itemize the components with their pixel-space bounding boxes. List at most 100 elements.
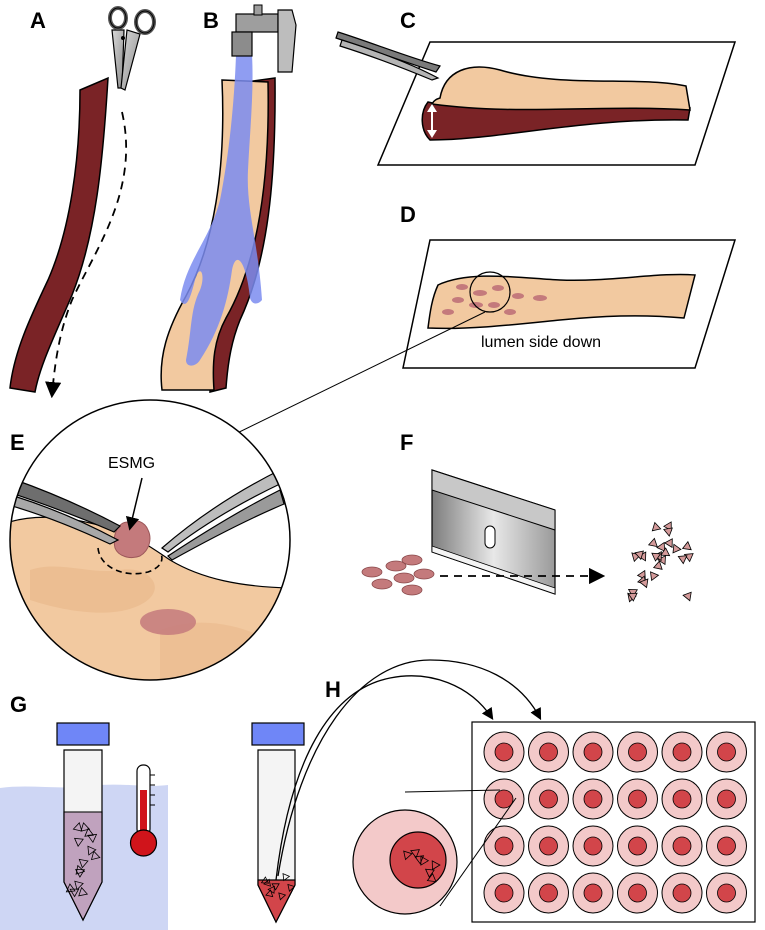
tissue-fragment bbox=[672, 543, 682, 554]
well-tissue bbox=[539, 742, 558, 762]
panel-c: C bbox=[335, 8, 737, 166]
well-tissue bbox=[717, 742, 736, 762]
tissue-fragment bbox=[634, 550, 644, 561]
panel-b: B bbox=[160, 4, 297, 393]
tissue-fragment bbox=[80, 822, 91, 832]
well-tissue bbox=[494, 883, 514, 903]
tissue-fragment bbox=[652, 560, 663, 570]
forceps-icon-c bbox=[335, 31, 441, 81]
well-tissue bbox=[583, 742, 603, 762]
esmg-pointer-arrow bbox=[125, 477, 143, 531]
panel-label-f: F bbox=[400, 430, 413, 455]
well-tissue bbox=[539, 789, 558, 809]
gland-e bbox=[140, 609, 196, 635]
tissue-fragment bbox=[426, 872, 437, 883]
well-tissue bbox=[672, 883, 692, 903]
zoom-circle-d bbox=[469, 271, 511, 313]
well-tissue bbox=[583, 789, 603, 809]
well-tissue bbox=[583, 883, 603, 903]
well-tissue bbox=[583, 836, 603, 856]
conical-tube-g bbox=[56, 722, 110, 922]
tissue-fragment bbox=[78, 886, 89, 897]
zoom-connector-upper bbox=[222, 311, 486, 441]
tissue-fragment bbox=[78, 858, 89, 869]
tissue-fragment bbox=[663, 538, 673, 549]
tissue-fragment bbox=[403, 850, 413, 861]
well-tissue bbox=[628, 742, 647, 762]
well-tissue bbox=[672, 836, 692, 856]
panel-e: E ESMG bbox=[9, 399, 291, 681]
tissue-fragment bbox=[410, 849, 420, 859]
thermometer-icon bbox=[129, 764, 158, 857]
tissue-fragment bbox=[282, 872, 291, 882]
well-tissue bbox=[672, 742, 692, 762]
transfer-arrow-1 bbox=[275, 675, 494, 881]
tissue-fragment bbox=[271, 883, 280, 891]
water-stream bbox=[180, 55, 262, 366]
panel-d: D lumen side down bbox=[222, 202, 737, 441]
tissue-fragment bbox=[84, 827, 95, 837]
well-tissue bbox=[628, 883, 647, 903]
tissue-fragment bbox=[287, 883, 296, 892]
panel-label-e: E bbox=[10, 430, 25, 455]
tissue-fragment bbox=[278, 892, 287, 901]
well-tissue bbox=[628, 836, 647, 856]
panel-label-g: G bbox=[10, 692, 27, 717]
tissue-fragment bbox=[265, 889, 274, 898]
tissue-fragment bbox=[681, 540, 692, 551]
tissue-pellet-h bbox=[260, 872, 296, 901]
tissue-fragment bbox=[73, 837, 84, 847]
tissue-fragment bbox=[74, 880, 84, 891]
tissue-fragment bbox=[263, 878, 272, 887]
tissue-fragment bbox=[414, 855, 425, 865]
esmg-label: ESMG bbox=[108, 455, 155, 472]
panel-label-c: C bbox=[400, 8, 416, 33]
faucet-icon bbox=[231, 4, 297, 73]
well-tissue bbox=[494, 742, 514, 762]
well-tissue bbox=[494, 789, 514, 809]
panel-label-b: B bbox=[203, 8, 219, 33]
minced-pieces bbox=[627, 521, 694, 603]
scissors-icon bbox=[108, 6, 156, 91]
panel-label-a: A bbox=[30, 8, 46, 33]
submucosal-glands-d bbox=[442, 284, 547, 315]
tissue-fragment bbox=[651, 552, 662, 562]
zoom-connector-h-upper bbox=[404, 789, 501, 793]
tissue-fragment bbox=[657, 555, 666, 566]
cut-path-arrow bbox=[45, 111, 127, 399]
panel-h: H bbox=[251, 659, 756, 924]
esmg-gland bbox=[113, 519, 151, 559]
forceps-icon-e bbox=[10, 477, 121, 545]
panel-label-h: H bbox=[325, 677, 341, 702]
tissue-fragment bbox=[75, 864, 86, 875]
tissue-fragment bbox=[424, 868, 435, 878]
lumen-side-down-caption: lumen side down bbox=[481, 334, 601, 351]
tissue-fragment bbox=[656, 541, 666, 552]
well-tissue bbox=[672, 789, 692, 809]
magnified-well-fragments bbox=[403, 849, 441, 883]
excision-outline bbox=[97, 547, 163, 575]
well-tissue bbox=[717, 883, 736, 903]
well-tissue bbox=[717, 836, 736, 856]
tube-cap-g bbox=[56, 722, 110, 746]
tissue-fragment bbox=[69, 888, 80, 898]
tissue-fragment bbox=[431, 860, 441, 871]
tissue-fragment bbox=[663, 527, 673, 537]
magnified-well bbox=[352, 809, 458, 915]
tube-cap-h bbox=[251, 722, 305, 746]
magnified-view-circle bbox=[9, 399, 291, 681]
tissue-c-mucosa bbox=[430, 66, 691, 111]
tissue-fragment bbox=[420, 855, 430, 866]
razor-blade-icon bbox=[431, 469, 556, 595]
well-tissue bbox=[628, 789, 647, 809]
tissue-fragment bbox=[87, 833, 98, 844]
separation-arrow-icon bbox=[427, 104, 437, 138]
well-tissue bbox=[539, 883, 558, 903]
tissue-fragment bbox=[677, 555, 688, 565]
tissue-fragments-g bbox=[65, 822, 101, 898]
well-tissue bbox=[539, 836, 558, 856]
tissue-fragment bbox=[647, 537, 658, 548]
transfer-arrow-2 bbox=[277, 659, 542, 877]
panel-label-d: D bbox=[400, 202, 416, 227]
